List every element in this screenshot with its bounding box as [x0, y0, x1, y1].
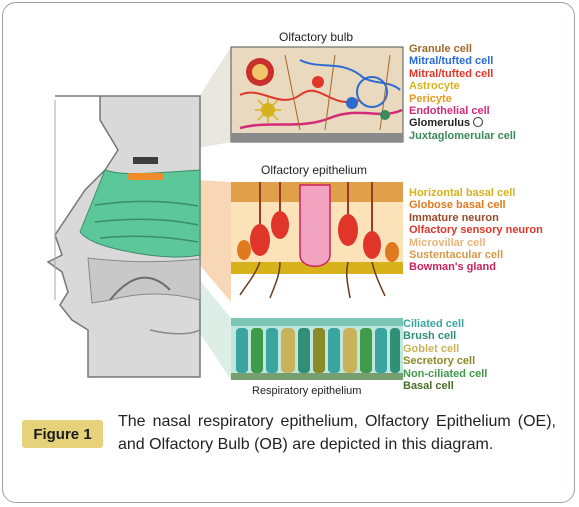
figure-caption: The nasal respiratory epithelium, Olfact… [118, 413, 556, 453]
bulb-panel-title: Olfactory bulb [279, 30, 354, 44]
legend-item-non-ciliated-cell: Non-ciliated cell [403, 367, 488, 380]
legend-item-immature-neuron: Immature neuron [409, 211, 499, 224]
legend-item-endothelial-cell: Endothelial cell [409, 105, 490, 118]
legend-item-astrocyte: Astrocyte [409, 80, 460, 93]
legend-item-glomerulus: Glomerulus [409, 117, 516, 129]
bulb-panel [230, 46, 404, 143]
re-legend: Ciliated cell Brush cell Goblet cell Sec… [403, 318, 487, 392]
legend-item-juxtaglomerular-cell: Juxtaglomerular cell [409, 129, 516, 142]
legend-item-bowmans-gland: Bowman's gland [409, 261, 496, 274]
legend-item-goblet-cell: Goblet cell [403, 342, 460, 355]
legend-item-basal-cell: Basal cell [403, 380, 454, 393]
legend-item-secretory-cell: Secretory cell [403, 355, 476, 368]
oe-legend: Horizontal basal cell Globose basal cell… [409, 187, 543, 274]
legend-item-granule-cell: Granule cell [409, 43, 472, 55]
re-panel [231, 318, 403, 380]
figure-label: Figure 1 [22, 420, 103, 448]
legend-item-globose-basal-cell: Globose basal cell [409, 199, 506, 212]
legend-item-mitral-tufted-cell-blue: Mitral/tufted cell [409, 55, 494, 68]
oe-panel [231, 182, 403, 302]
legend-item-olfactory-sensory-neuron: Olfactory sensory neuron [409, 224, 543, 237]
re-panel-title: Respiratory epithelium [252, 385, 362, 397]
legend-item-horizontal-basal-cell: Horizontal basal cell [409, 187, 516, 199]
glomerulus-circle-icon [473, 117, 484, 128]
legend-item-sustentacular-cell: Sustentacular cell [409, 249, 504, 262]
legend-item-pericyte: Pericyte [409, 92, 452, 105]
legend-item-ciliated-cell: Ciliated cell [403, 318, 465, 330]
bulb-legend: Granule cell Mitral/tufted cell Mitral/t… [409, 43, 516, 142]
legend-item-microvillar-cell: Microvillar cell [409, 236, 486, 249]
bulb-callout-cone [133, 47, 231, 160]
legend-item-mitral-tufted-cell-red: Mitral/tufted cell [409, 67, 494, 80]
oe-panel-title: Olfactory epithelium [261, 163, 368, 177]
glomerulus-label: Glomerulus [409, 117, 471, 130]
head-profile [46, 95, 201, 378]
legend-item-brush-cell: Brush cell [403, 330, 457, 343]
